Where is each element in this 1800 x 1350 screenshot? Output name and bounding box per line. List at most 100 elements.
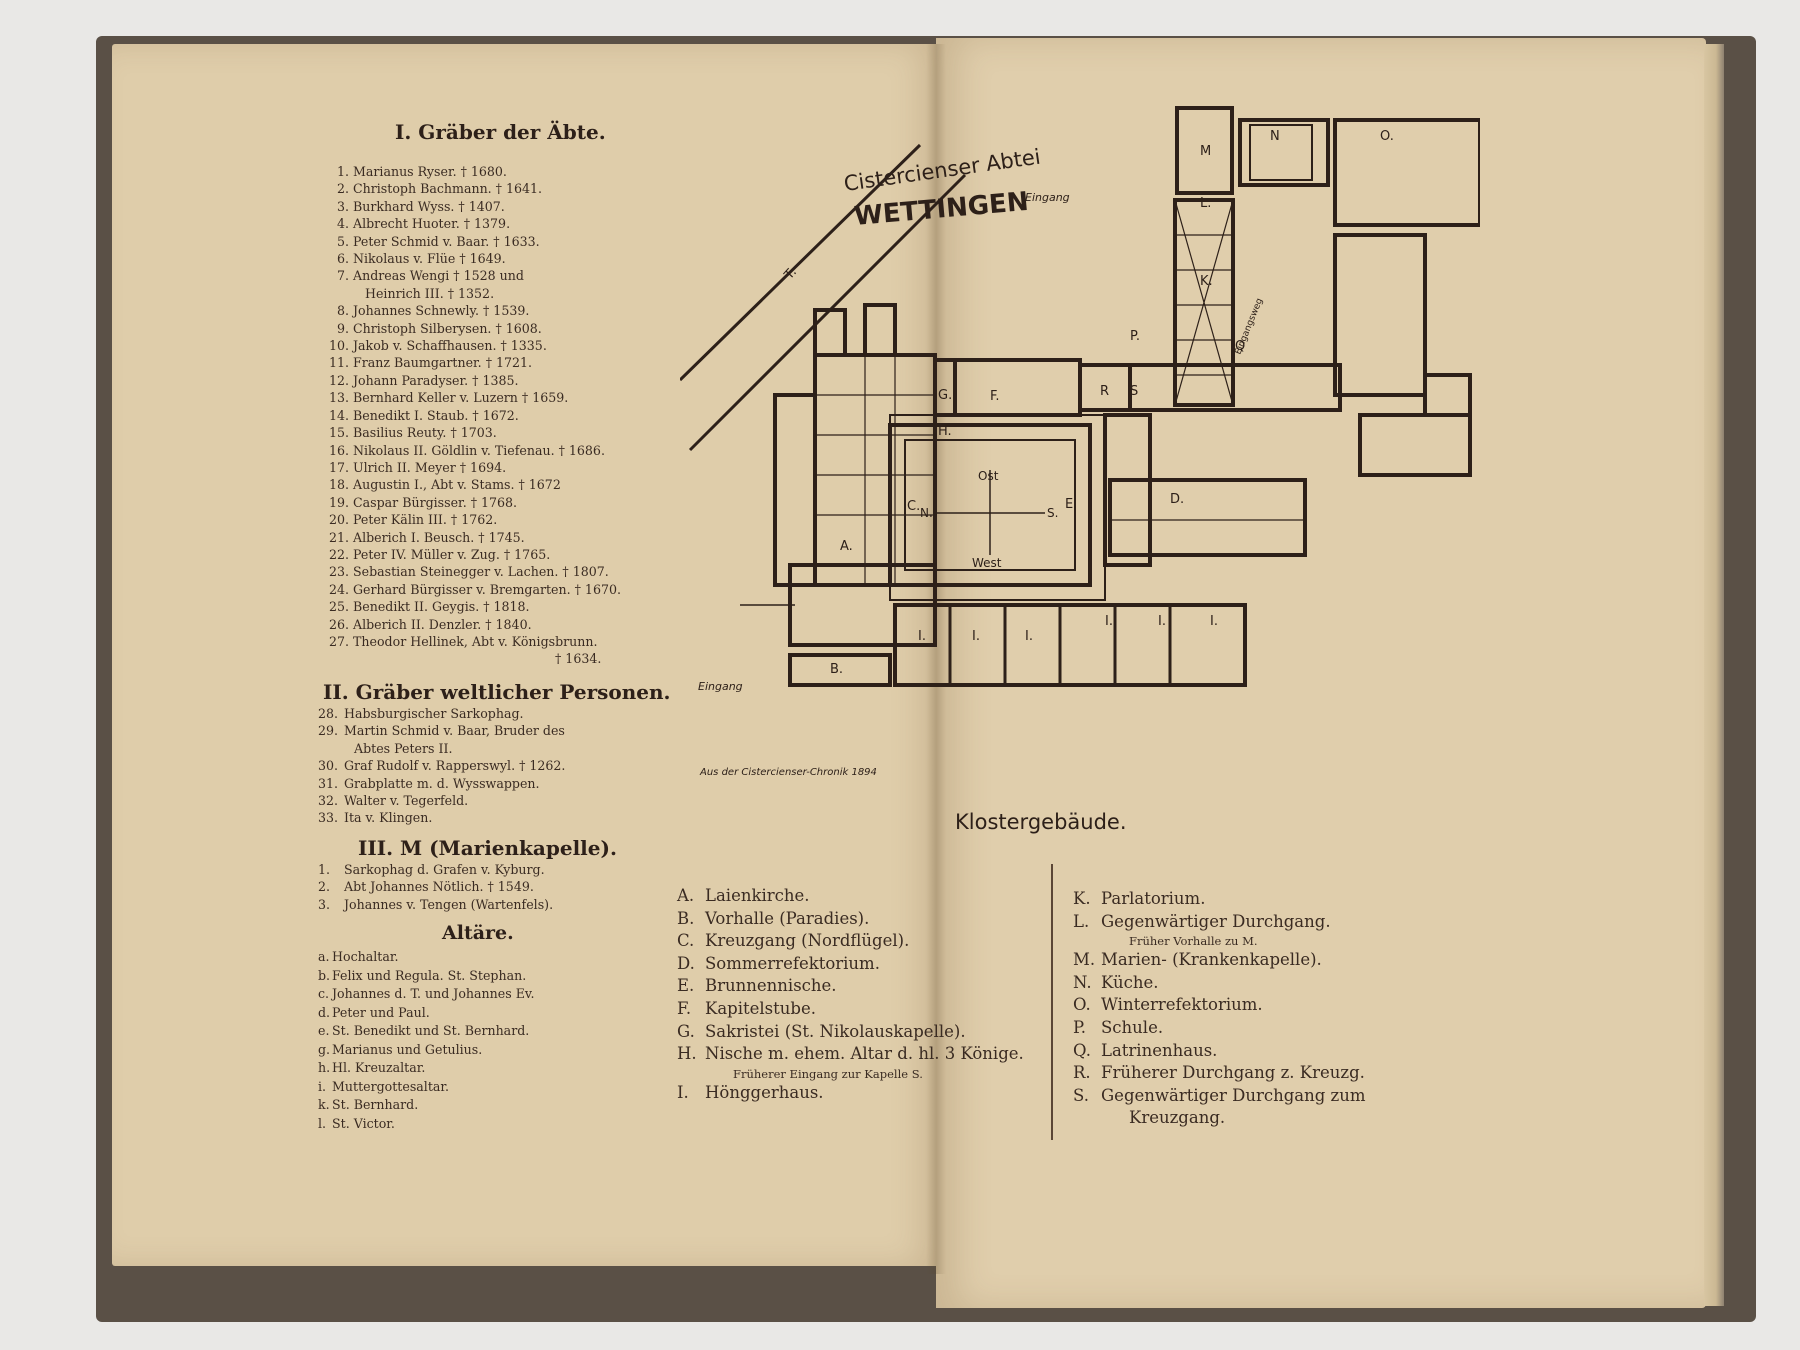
- list-text: Benedikt I. Staub. † 1672.: [353, 407, 519, 423]
- abbot-grave-item: 6.Nikolaus v. Flüe † 1649.: [325, 250, 655, 267]
- list-number: 14.: [328, 407, 349, 423]
- legend-item: F.Kapitelstube.: [677, 998, 1037, 1021]
- room-label: S: [1130, 384, 1138, 399]
- legend-divider: [1051, 864, 1053, 1140]
- list-text: Schule.: [1101, 1017, 1164, 1037]
- list-text: Andreas Wengi † 1528 und: [353, 268, 524, 284]
- abbot-grave-item: 9.Christoph Silberysen. † 1608.: [325, 320, 655, 337]
- legend-item: N.Küche.: [1073, 972, 1453, 995]
- list-text: † 1634.: [555, 651, 602, 667]
- list-text: Graf Rudolf v. Rapperswyl. † 1262.: [344, 758, 566, 774]
- list-text: Christoph Bachmann. † 1641.: [353, 181, 543, 197]
- list-number: I.: [677, 1082, 689, 1102]
- altar-item: l.St. Victor.: [318, 1115, 648, 1134]
- list-text: Gegenwärtiger Durchgang.: [1101, 911, 1331, 931]
- legend-item: S.Gegenwärtiger Durchgang zum: [1073, 1085, 1453, 1108]
- list-number: 3.: [318, 896, 331, 912]
- room-label: P.: [1130, 329, 1140, 344]
- room-label: O.: [1380, 129, 1394, 144]
- abbot-grave-item: 23.Sebastian Steinegger v. Lachen. † 180…: [325, 563, 655, 580]
- list-text: Kreuzgang (Nordflügel).: [705, 931, 910, 951]
- list-number: 24.: [328, 581, 349, 597]
- list-text: Benedikt II. Geygis. † 1818.: [353, 599, 530, 615]
- chapel-grave-item: 1.Sarkophag d. Grafen v. Kyburg.: [318, 861, 648, 878]
- list-number: N.: [1073, 972, 1092, 992]
- abbot-grave-item: 1.Marianus Ryser. † 1680.: [325, 163, 655, 180]
- plan-walls: [680, 106, 1480, 687]
- compass-south: West: [972, 556, 1002, 570]
- abbot-grave-item: † 1634.: [325, 650, 655, 667]
- list-number: 12.: [328, 372, 349, 388]
- list-number: G.: [677, 1021, 695, 1041]
- list-text: St. Bernhard.: [332, 1097, 419, 1112]
- list-number: k.: [318, 1097, 330, 1112]
- list-text: Sebastian Steinegger v. Lachen. † 1807.: [353, 564, 609, 580]
- list-number: Q.: [1073, 1040, 1091, 1060]
- abbot-grave-item: 10.Jakob v. Schaffhausen. † 1335.: [325, 337, 655, 354]
- legend-item: B.Vorhalle (Paradies).: [677, 908, 1037, 931]
- list-text: Hl. Kreuzaltar.: [332, 1060, 426, 1075]
- list-number: D.: [677, 953, 695, 973]
- worldly-grave-item: 30. Graf Rudolf v. Rapperswyl. † 1262.: [318, 757, 648, 774]
- list-text: Parlatorium.: [1101, 889, 1206, 908]
- altars-heading: Altäre.: [442, 922, 514, 944]
- list-text: Hochaltar.: [332, 949, 399, 964]
- list-number: R.: [1073, 1063, 1091, 1083]
- abbots-graves-heading: I. Gräber der Äbte.: [395, 120, 606, 144]
- book-gutter: [926, 44, 946, 1274]
- worldly-graves-heading: II. Gräber weltlicher Personen.: [323, 680, 671, 704]
- legend-item: C.Kreuzgang (Nordflügel).: [677, 930, 1037, 953]
- abbot-grave-item: 17.Ulrich II. Meyer † 1694.: [325, 459, 655, 476]
- list-number: 16.: [328, 442, 349, 458]
- abbot-grave-item: 22.Peter IV. Müller v. Zug. † 1765.: [325, 546, 655, 563]
- list-number: K.: [1073, 889, 1091, 908]
- list-number: e.: [318, 1023, 330, 1038]
- list-text: Martin Schmid v. Baar, Bruder des: [344, 723, 565, 739]
- page-edge: [1704, 44, 1724, 1306]
- list-number: 11.: [328, 355, 349, 371]
- list-text: St. Benedikt und St. Bernhard.: [332, 1023, 530, 1038]
- chapel-grave-item: 3.Johannes v. Tengen (Wartenfels).: [318, 896, 648, 913]
- list-text: Gerhard Bürgisser v. Bremgarten. † 1670.: [353, 581, 621, 597]
- compass-east: S.: [1047, 506, 1058, 520]
- abbot-grave-item: 13.Bernhard Keller v. Luzern † 1659.: [325, 389, 655, 406]
- list-text: Johann Paradyser. † 1385.: [353, 372, 519, 388]
- legend-item: R.Früherer Durchgang z. Kreuzg.: [1073, 1062, 1453, 1085]
- room-label: I.: [1105, 614, 1113, 629]
- list-text: Sakristei (St. Nikolauskapelle).: [705, 1021, 966, 1041]
- room-label: B.: [830, 662, 843, 677]
- room-label: F.: [990, 389, 1000, 404]
- list-text: Abtes Peters II.: [354, 740, 453, 756]
- abbot-grave-item: 12.Johann Paradyser. † 1385.: [325, 372, 655, 389]
- list-number: 28.: [318, 706, 339, 721]
- list-number: 21.: [328, 529, 349, 545]
- altar-item: h.Hl. Kreuzaltar.: [318, 1059, 648, 1078]
- list-number: S.: [1073, 1085, 1089, 1105]
- list-text: Jakob v. Schaffhausen. † 1335.: [353, 338, 547, 354]
- list-number: 7.: [336, 268, 349, 284]
- list-number: b.: [318, 967, 331, 983]
- abbot-grave-item: 25.Benedikt II. Geygis. † 1818.: [325, 598, 655, 615]
- list-number: 30.: [318, 758, 339, 774]
- legend-item: M.Marien- (Krankenkapelle).: [1073, 949, 1453, 972]
- list-number: 26.: [328, 616, 349, 632]
- list-text: Winterrefektorium.: [1101, 995, 1263, 1015]
- altar-item: d.Peter und Paul.: [318, 1004, 648, 1023]
- list-text: Christoph Silberysen. † 1608.: [353, 320, 542, 336]
- room-label: N: [1270, 129, 1280, 144]
- abbot-grave-item: 3.Burkhard Wyss. † 1407.: [325, 198, 655, 215]
- room-label: Q: [1235, 339, 1245, 354]
- list-number: 31.: [318, 775, 339, 791]
- list-text: Kapitelstube.: [705, 998, 816, 1018]
- legend-item: P.Schule.: [1073, 1017, 1453, 1040]
- list-number: H.: [677, 1044, 697, 1064]
- list-text: Johannes Schnewly. † 1539.: [353, 303, 530, 319]
- list-text: St. Victor.: [332, 1115, 395, 1131]
- list-text: Laienkirche.: [705, 886, 810, 905]
- list-number: 23.: [328, 564, 349, 580]
- list-text: Grabplatte m. d. Wysswappen.: [344, 775, 540, 791]
- abbot-grave-item: Heinrich III. † 1352.: [325, 285, 655, 302]
- list-text: Sarkophag d. Grafen v. Kyburg.: [344, 862, 545, 877]
- legend-item: Q.Latrinenhaus.: [1073, 1040, 1453, 1063]
